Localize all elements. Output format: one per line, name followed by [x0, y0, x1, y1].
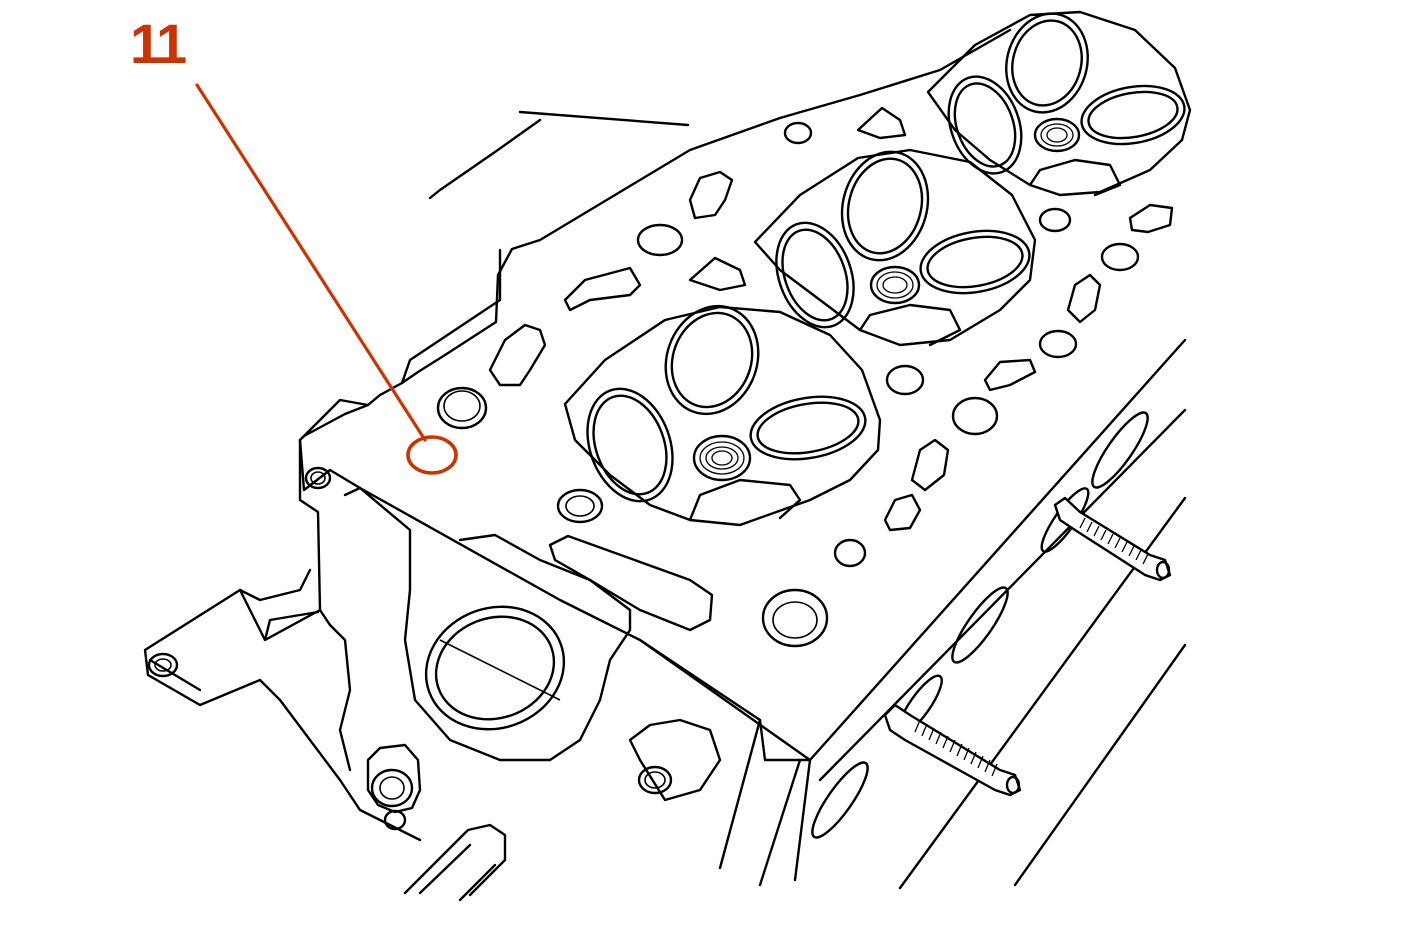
side-face: [793, 338, 1187, 890]
front-bolt: [366, 743, 507, 902]
callout-target-circle: [406, 435, 458, 475]
deck-surface: [298, 28, 1012, 762]
callout-11: [195, 83, 458, 475]
exhaust-stud-upper: [1053, 496, 1172, 582]
callout-number: 11: [130, 12, 187, 75]
combustion-chamber-3: [926, 10, 1192, 197]
callout-leader-line: [195, 83, 427, 442]
combustion-chamber-2: [753, 148, 1037, 347]
exhaust-stud-lower: [883, 703, 1022, 797]
deck-passages: [436, 106, 1174, 648]
front-face: [143, 438, 812, 887]
combustion-chamber-1: [563, 304, 882, 527]
